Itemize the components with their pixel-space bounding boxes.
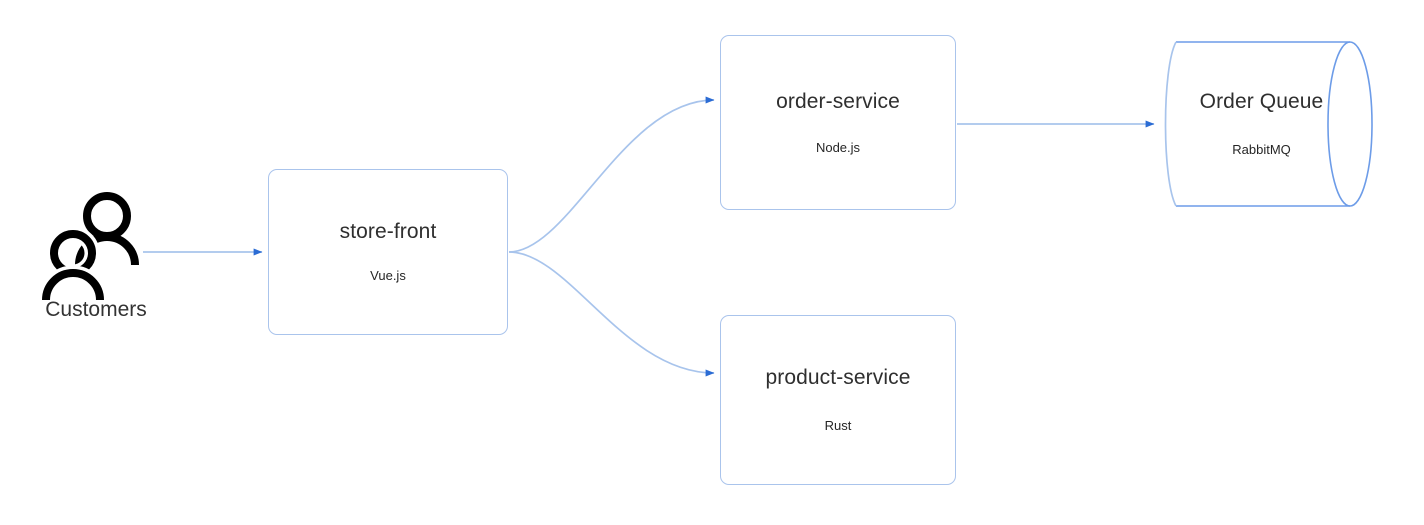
node-subtitle: Node.js [815,139,861,155]
cylinder-label-group: Order Queue RabbitMQ [1174,38,1349,210]
node-product-service[interactable]: product-service Rust [720,315,956,485]
node-subtitle: Rust [824,418,852,434]
node-subtitle: RabbitMQ [1232,142,1291,158]
node-title: order-service [776,89,900,113]
two-people-icon [40,192,139,300]
node-title: store-front [339,220,437,244]
node-store-front[interactable]: store-front Vue.js [268,169,508,335]
node-order-queue[interactable]: Order Queue RabbitMQ [1160,38,1374,210]
node-title: Order Queue [1199,90,1324,114]
actor-label: Customers [45,298,147,321]
node-title: product-service [765,366,911,390]
cylinder-shape-icon [1164,41,1373,207]
edge-store-front-to-order-service [508,96,715,253]
edge-store-front-to-product-service [508,251,715,377]
actor-customers[interactable]: Customers [40,190,152,336]
node-subtitle: Vue.js [370,268,406,284]
node-order-service[interactable]: order-service Node.js [720,35,956,210]
